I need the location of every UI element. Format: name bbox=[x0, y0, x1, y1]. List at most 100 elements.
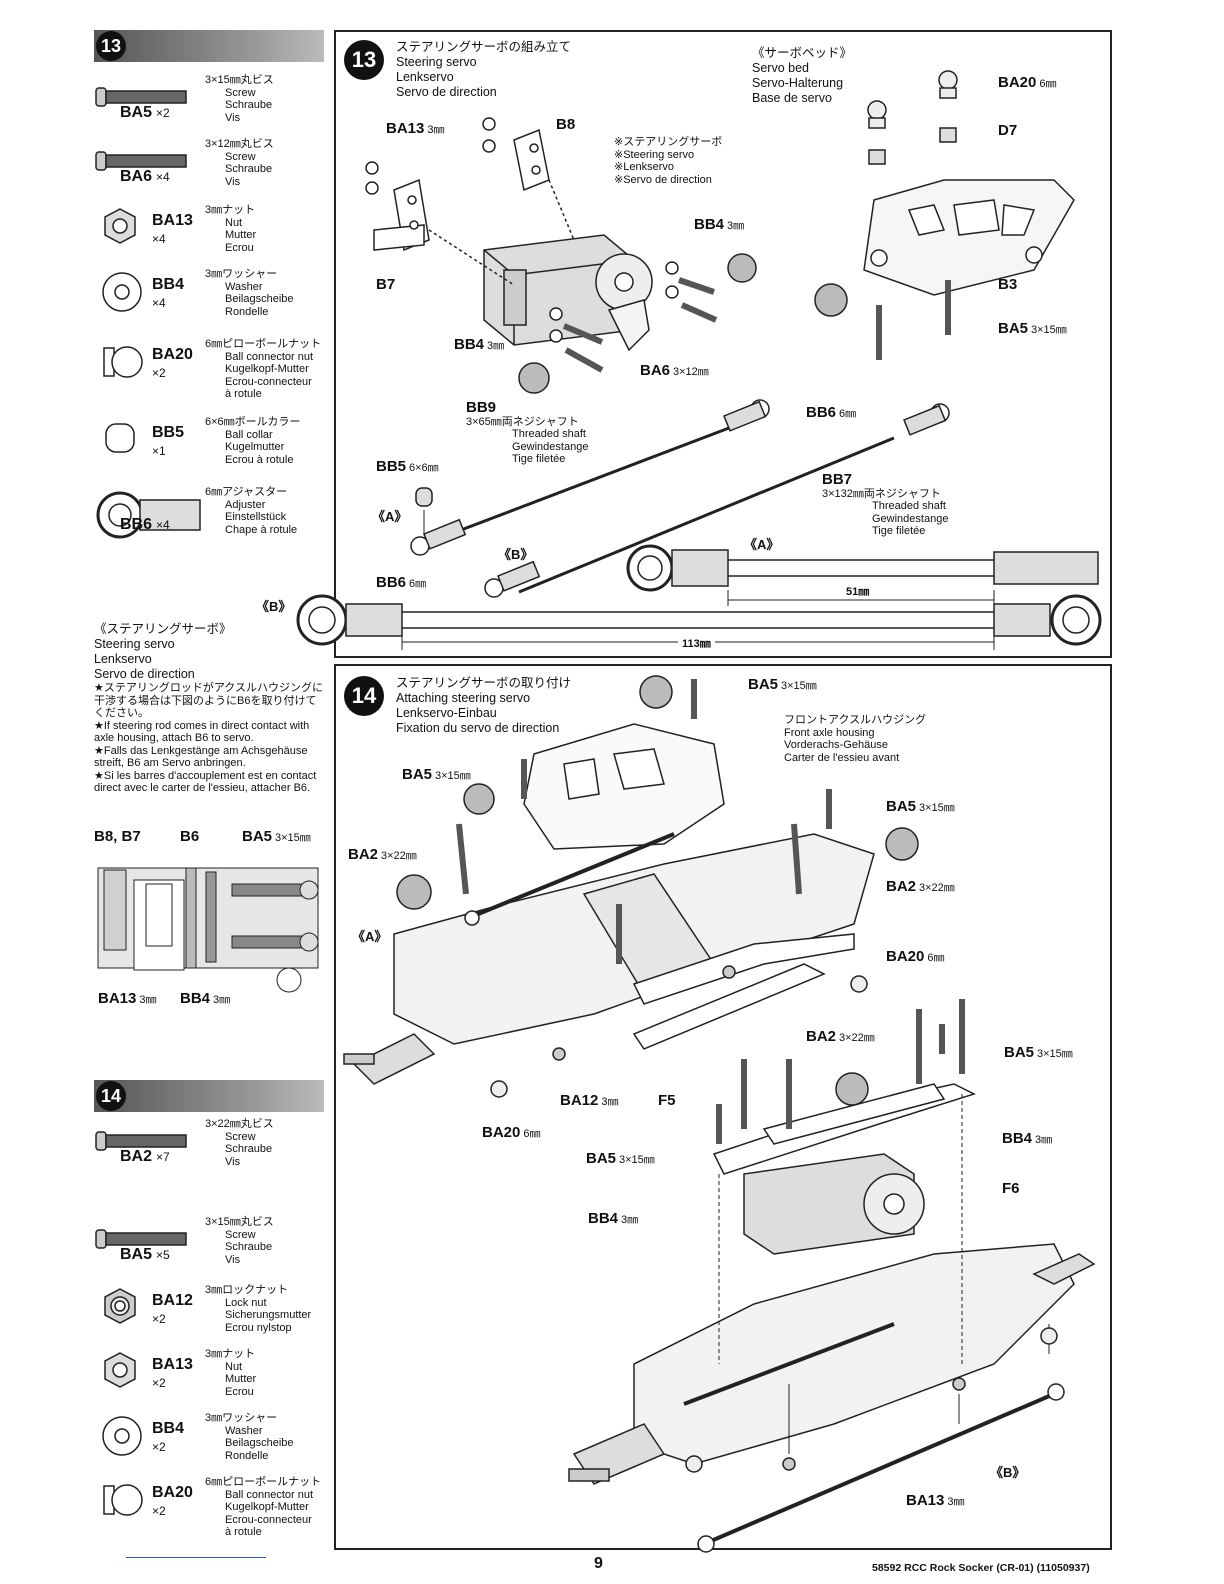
step-13-number: 13 bbox=[344, 40, 384, 80]
nut-icon bbox=[100, 206, 140, 251]
part-code: BA5×5 bbox=[120, 1246, 170, 1263]
label-d7: D7 bbox=[998, 122, 1018, 139]
washer-icon bbox=[100, 1414, 144, 1463]
part-code: BB4×2 bbox=[152, 1420, 185, 1454]
label-b8: B8 bbox=[556, 116, 576, 133]
step-13-title-en: Steering servo bbox=[396, 55, 477, 69]
part-code: BA20×2 bbox=[152, 1484, 193, 1518]
parts-header-number: 14 bbox=[96, 1081, 126, 1111]
screw-icon bbox=[94, 1120, 194, 1165]
screw-icon bbox=[94, 140, 194, 185]
servo-note-en: ★If steering rod comes in direct contact… bbox=[94, 719, 310, 745]
marker-a-assembly: 《A》 bbox=[744, 537, 780, 552]
parts-header-14: 14 bbox=[94, 1080, 324, 1112]
step-13-illustration bbox=[365, 70, 1099, 606]
part-code: BA20×2 bbox=[152, 346, 193, 380]
servo-note-de: ★Falls das Lenkgestänge am Achsgehäuse s… bbox=[94, 744, 308, 770]
marker-b-steering-rod: 《B》 bbox=[990, 1465, 1026, 1480]
document-code: 58592 RCC Rock Socker (CR-01) (11050937) bbox=[872, 1562, 1090, 1574]
servo-note-title-en: Steering servo bbox=[94, 637, 175, 651]
ball-nut-icon bbox=[100, 340, 144, 389]
step-13-title-fr: Servo de direction bbox=[396, 85, 497, 99]
dimension-113mm: 113㎜ bbox=[678, 635, 715, 651]
part-code: BA2×7 bbox=[120, 1148, 170, 1165]
step-14-title: ステアリングサーボの取り付け Attaching steering servo … bbox=[396, 676, 571, 736]
step-14-title-de: Lenkservo-Einbau bbox=[396, 706, 497, 720]
bb7-label: BB7 3×132㎜両ネジシャフト Threaded shaft Gewinde… bbox=[822, 471, 949, 537]
dimension-51mm: 51㎜ bbox=[842, 583, 874, 599]
part-code: BA5×2 bbox=[120, 104, 170, 121]
step-13-title: ステアリングサーボの組み立て Steering servo Lenkservo … bbox=[396, 40, 571, 100]
step-13-title-jp: ステアリングサーボの組み立て bbox=[396, 40, 572, 54]
ball-collar-icon bbox=[100, 418, 140, 463]
label-f6: F6 bbox=[1002, 1180, 1020, 1197]
marker-a-steering-rod: 《A》 bbox=[352, 929, 388, 944]
step-13-title-de: Lenkservo bbox=[396, 70, 454, 84]
label-b7: B7 bbox=[376, 276, 396, 293]
servo-note-title-jp: 《ステアリングサーボ》 bbox=[94, 622, 232, 636]
part-code: BB5×1 bbox=[152, 424, 185, 458]
servo-note-label-b8b7: B8, B7 bbox=[94, 828, 141, 845]
marker-a-rod: 《A》 bbox=[372, 509, 408, 524]
step-14-title-jp: ステアリングサーボの取り付け bbox=[396, 676, 572, 690]
ball-nut-icon bbox=[100, 1478, 144, 1527]
servo-note-label-b6: B6 bbox=[180, 828, 200, 845]
footer-link-underline bbox=[126, 1557, 266, 1558]
marker-b-assembly: 《B》 bbox=[256, 599, 292, 614]
rod-b-illustration bbox=[296, 594, 1102, 650]
washer-icon bbox=[100, 270, 144, 319]
part-code: BB6×4 bbox=[120, 516, 170, 533]
steering-servo-reference: ※ステアリングサーボ ※Steering servo ※Lenkservo ※S… bbox=[614, 136, 723, 186]
servo-bed-caption: 《サーボベッド》 Servo bed Servo-Halterung Base … bbox=[752, 46, 853, 105]
part-code: BB4×4 bbox=[152, 276, 185, 310]
servo-note: 《ステアリングサーボ》 Steering servo Lenkservo Ser… bbox=[94, 622, 324, 795]
step-14-title-fr: Fixation du servo de direction bbox=[396, 721, 560, 735]
label-b3: B3 bbox=[998, 276, 1018, 293]
bb9-label: BB9 3×65㎜両ネジシャフト Threaded shaft Gewindes… bbox=[466, 399, 589, 465]
part-code: BA13×2 bbox=[152, 1356, 193, 1390]
step-14-panel bbox=[334, 664, 1112, 1550]
servo-note-title-fr: Servo de direction bbox=[94, 667, 195, 681]
step-14-number: 14 bbox=[344, 676, 384, 716]
screw-icon bbox=[94, 76, 194, 121]
servo-note-fr: ★Si les barres d'accouplement est en con… bbox=[94, 769, 317, 795]
part-code: BA12×2 bbox=[152, 1292, 193, 1326]
lock-nut-icon bbox=[100, 1286, 140, 1331]
servo-note-title-de: Lenkservo bbox=[94, 652, 152, 666]
servo-note-jp: ★ステアリングロッドがアクスルハウジングに干渉する場合は下図のようにB6を取り付… bbox=[94, 682, 323, 719]
step-14-title-en: Attaching steering servo bbox=[396, 691, 531, 705]
